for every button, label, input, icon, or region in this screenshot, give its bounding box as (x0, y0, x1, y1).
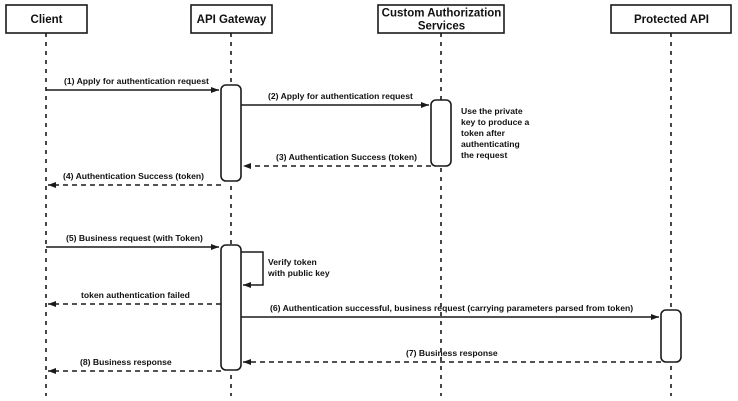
message-label-5: (5) Business request (with Token) (66, 233, 203, 243)
activation-gateway-auth[interactable] (220, 84, 242, 182)
participant-box-protected-api[interactable] (610, 4, 732, 34)
message-label-2: (2) Apply for authentication request (268, 91, 413, 101)
note-private-key-line-3: token after (461, 128, 506, 138)
participant-box-client[interactable] (5, 4, 88, 34)
participant-label-custom-authorization-services-line2: Services (418, 21, 465, 33)
lifelines-group (45, 33, 672, 396)
activation-auth-service[interactable] (430, 99, 452, 167)
participant-box-api-gateway[interactable] (190, 4, 273, 34)
participant-client[interactable]: Client (5, 4, 88, 34)
participant-label-api-gateway: API Gateway (197, 14, 267, 26)
note-private-key: Use the private key to produce a token a… (461, 106, 530, 160)
participant-label-protected-api: Protected API (634, 14, 709, 26)
note-private-key-line-1: Use the private (461, 106, 523, 116)
participant-api-gateway[interactable]: API Gateway (190, 4, 273, 34)
note-private-key-line-2: key to produce a (461, 117, 530, 127)
participant-label-client: Client (31, 14, 63, 26)
message-label-token-failed: token authentication failed (81, 290, 190, 300)
participant-custom-authorization-services[interactable]: Custom Authorization Services (377, 4, 505, 34)
message-label-3: (3) Authentication Success (token) (276, 152, 417, 162)
message-label-1: (1) Apply for authentication request (64, 76, 209, 86)
activation-protected-api[interactable] (660, 309, 682, 363)
note-private-key-line-5: the request (461, 150, 507, 160)
note-private-key-line-4: authenticating (461, 139, 520, 149)
self-message-label-verify-token-line2: with public key (267, 268, 330, 278)
messages-group: (1) Apply for authentication request (2)… (46, 76, 661, 374)
message-label-6: (6) Authentication successful, business … (270, 303, 633, 313)
self-message-verify-token[interactable] (241, 251, 264, 288)
message-label-7: (7) Business response (406, 348, 498, 358)
message-label-4: (4) Authentication Success (token) (63, 171, 204, 181)
activation-gateway-business[interactable] (220, 244, 242, 371)
self-message-label-verify-token-line1: Verify token (268, 257, 317, 267)
participant-protected-api[interactable]: Protected API (610, 4, 732, 34)
participant-label-custom-authorization-services-line1: Custom Authorization (382, 8, 502, 20)
message-label-8: (8) Business response (80, 357, 172, 367)
activations-group (220, 84, 682, 371)
participant-box-custom-authorization-services[interactable] (377, 4, 505, 34)
